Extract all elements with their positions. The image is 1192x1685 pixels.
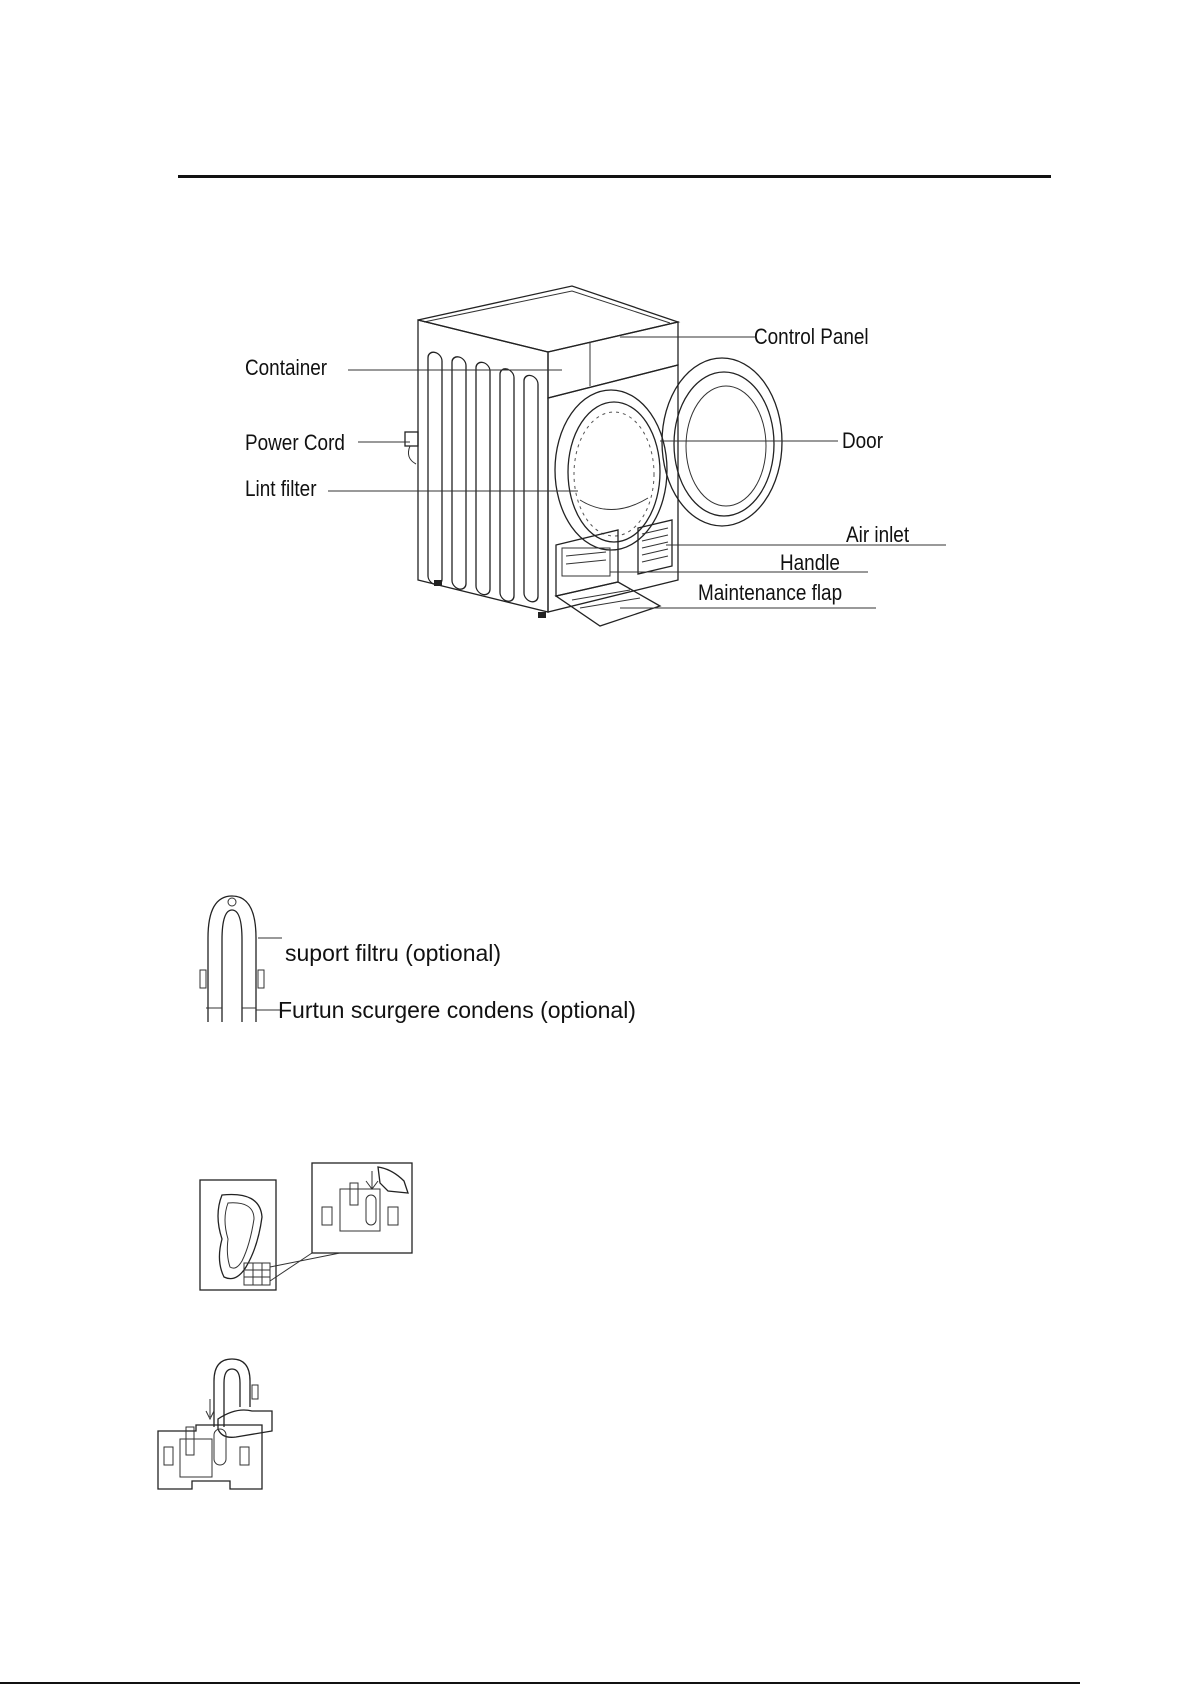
holder-mounting-illustration (0, 1345, 1192, 1505)
label-maintenance-flap: Maintenance flap (698, 582, 842, 604)
label-air-inlet: Air inlet (846, 524, 909, 546)
label-handle: Handle (780, 552, 840, 574)
accessory-diagram: suport filtru (optional) Furtun scurgere… (0, 880, 1192, 1040)
label-filter-holder: suport filtru (optional) (285, 942, 501, 965)
dryer-illustration (0, 0, 1192, 640)
install-step-diagram-1 (0, 1155, 1192, 1295)
label-control-panel: Control Panel (754, 326, 869, 348)
label-drain-hose: Furtun scurgere condens (optional) (278, 999, 636, 1022)
label-power-cord: Power Cord (245, 432, 345, 454)
label-lint-filter: Lint filter (245, 478, 317, 500)
label-container: Container (245, 357, 327, 379)
dryer-diagram: Control Panel Container Power Cord Door … (0, 0, 1192, 640)
install-step-diagram-2 (0, 1345, 1192, 1505)
label-door: Door (842, 430, 883, 452)
dryer-back-illustration (0, 1155, 1192, 1295)
footer-rule (0, 1682, 1080, 1684)
